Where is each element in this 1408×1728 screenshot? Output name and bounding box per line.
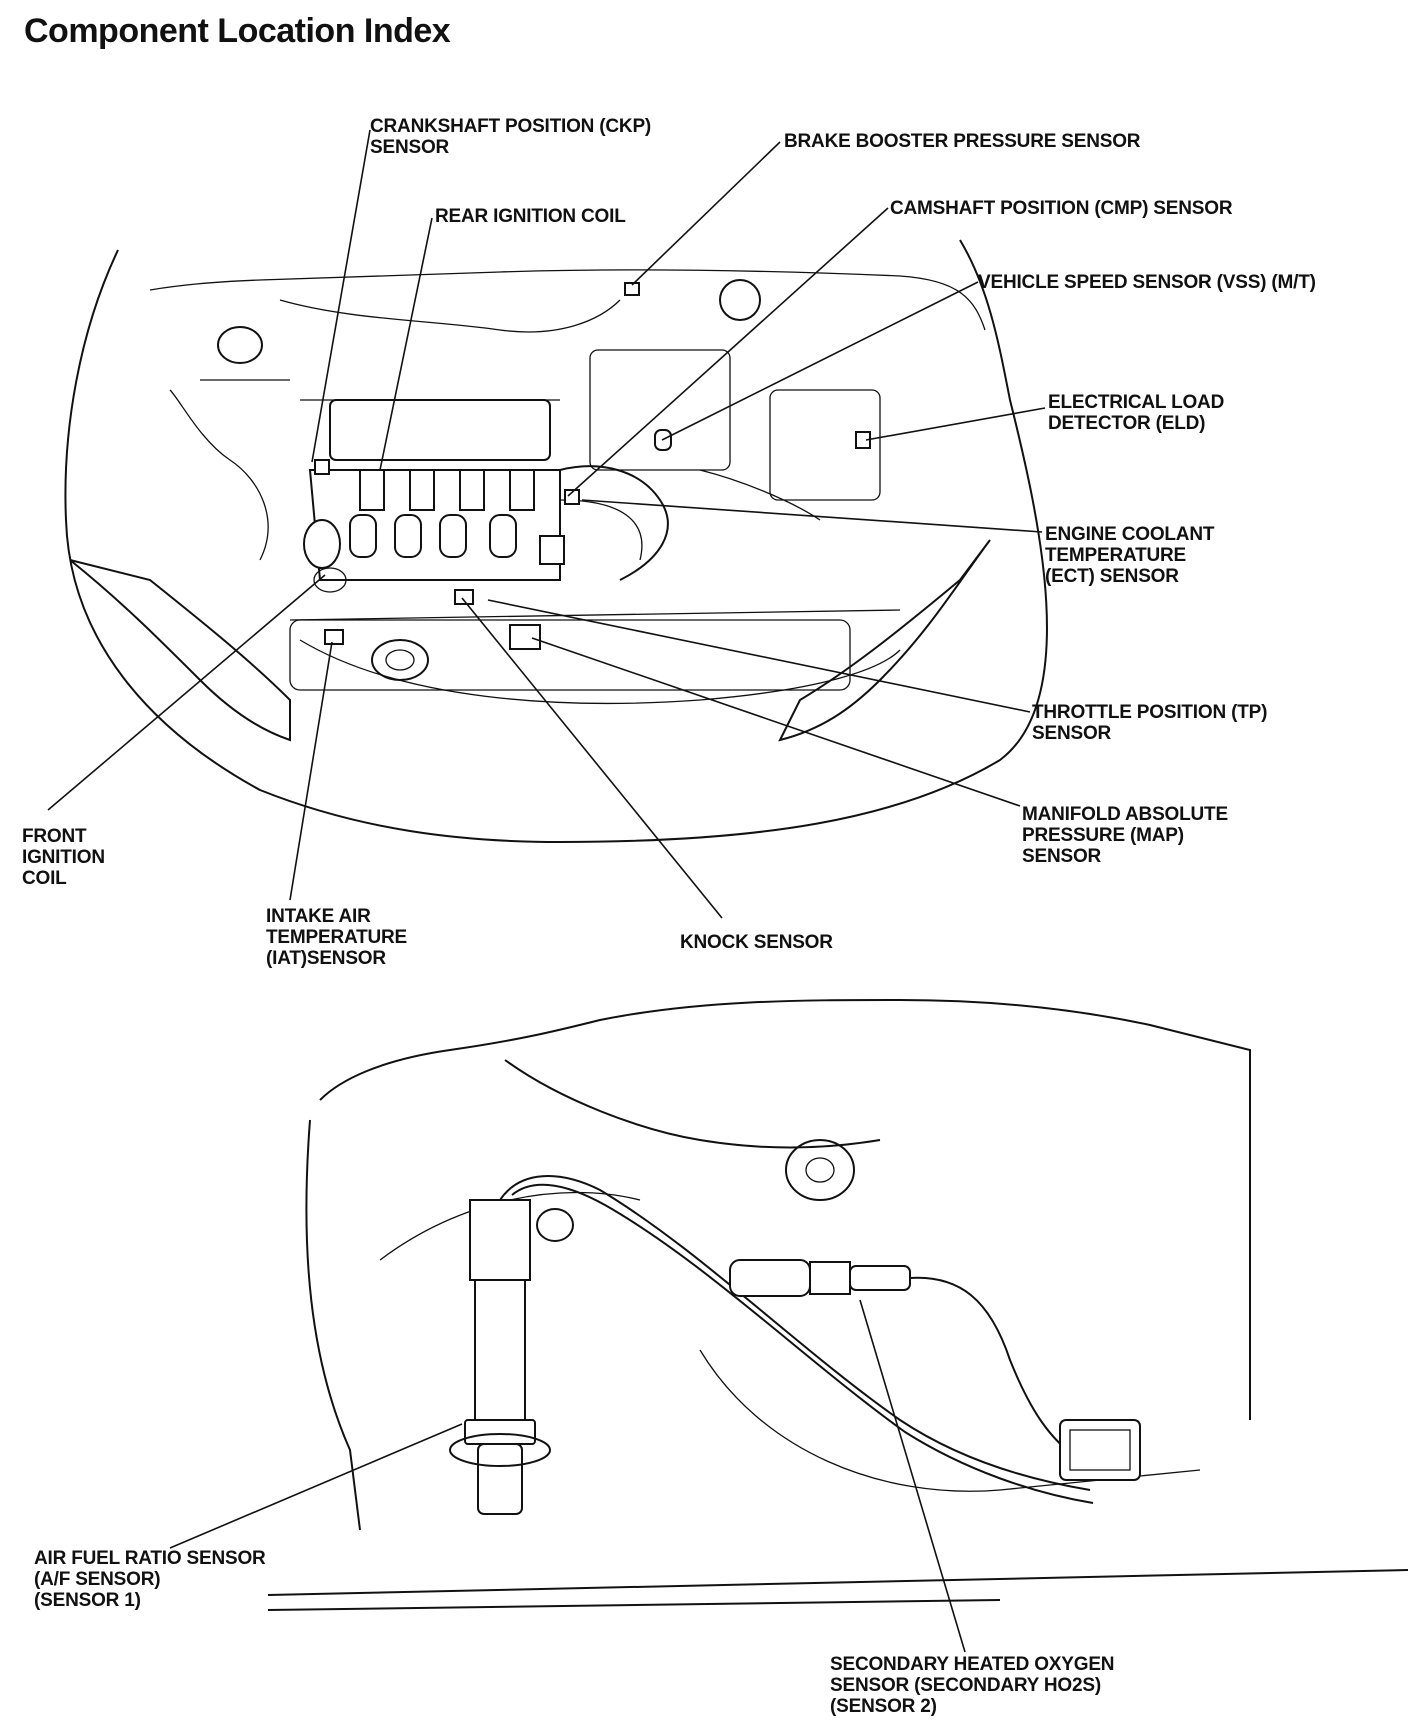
leader-af bbox=[169, 1423, 463, 1549]
label-vss: VEHICLE SPEED SENSOR (VSS) (M/T) bbox=[978, 272, 1316, 293]
leader-lines bbox=[47, 129, 1046, 1653]
label-map-sensor: MANIFOLD ABSOLUTE PRESSURE (MAP) SENSOR bbox=[1022, 804, 1228, 867]
leader-iat bbox=[289, 641, 333, 901]
label-eld: ELECTRICAL LOAD DETECTOR (ELD) bbox=[1048, 392, 1225, 434]
leader-rear-coil bbox=[379, 217, 433, 471]
leader-ckp bbox=[311, 129, 371, 463]
page-title: Component Location Index bbox=[24, 12, 451, 50]
label-brake-booster-pressure-sensor: BRAKE BOOSTER PRESSURE SENSOR bbox=[784, 131, 1141, 152]
label-rear-ignition-coil: REAR IGNITION COIL bbox=[435, 206, 626, 227]
exhaust-illustration bbox=[267, 998, 1408, 1611]
leader-ect bbox=[581, 499, 1043, 533]
leader-tp bbox=[487, 599, 1031, 713]
leader-front-coil bbox=[47, 574, 326, 811]
label-iat-sensor: INTAKE AIR TEMPERATURE (IAT)SENSOR bbox=[266, 906, 408, 969]
leader-vss bbox=[661, 281, 979, 441]
label-tp-sensor: THROTTLE POSITION (TP) SENSOR bbox=[1032, 702, 1268, 744]
label-knock-sensor: KNOCK SENSOR bbox=[680, 932, 833, 953]
label-cmp-sensor: CAMSHAFT POSITION (CMP) SENSOR bbox=[890, 198, 1233, 219]
label-ckp-sensor: CRANKSHAFT POSITION (CKP) SENSOR bbox=[370, 116, 652, 158]
leader-map bbox=[531, 637, 1021, 807]
engine-bay-illustration bbox=[64, 239, 1048, 844]
label-af-sensor: AIR FUEL RATIO SENSOR (A/F SENSOR) (SENS… bbox=[34, 1548, 266, 1611]
leader-ho2s bbox=[859, 1299, 966, 1653]
leader-eld bbox=[865, 407, 1046, 441]
leader-knock bbox=[461, 597, 723, 919]
label-ect-sensor: ENGINE COOLANT TEMPERATURE (ECT) SENSOR bbox=[1045, 524, 1215, 587]
label-front-ignition-coil: FRONT IGNITION COIL bbox=[22, 826, 105, 889]
label-secondary-ho2s: SECONDARY HEATED OXYGEN SENSOR (SECONDAR… bbox=[830, 1654, 1115, 1717]
leader-brake-booster bbox=[631, 141, 781, 286]
leader-cmp bbox=[567, 207, 889, 497]
